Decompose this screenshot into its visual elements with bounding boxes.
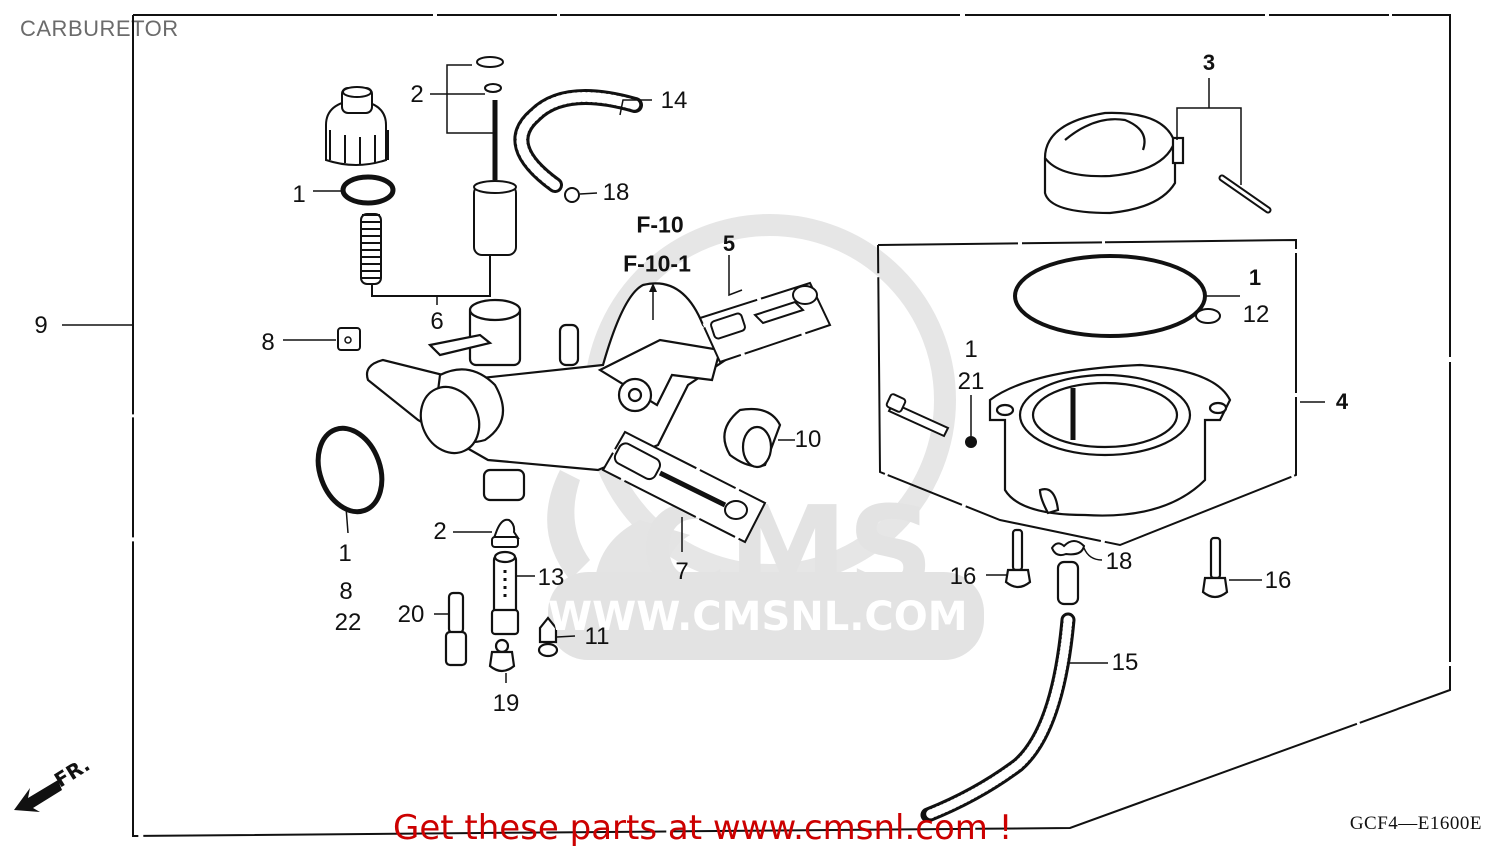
callout-1-gasket-set-low[interactable]: 1	[338, 540, 352, 567]
callout-16-screw-left[interactable]: 16	[949, 563, 977, 590]
o-ring-21-part	[965, 436, 977, 448]
screw-16-right-part	[1201, 536, 1229, 599]
callout-9-carburetor-assy[interactable]: 9	[34, 312, 48, 339]
callout-10-cap[interactable]: 10	[794, 426, 822, 453]
choke-knob-part	[325, 86, 389, 166]
watermark-url: WWW.CMSNL.COM	[548, 594, 968, 640]
callout-21-oring[interactable]: 21	[957, 368, 985, 395]
o-ring-part	[340, 174, 396, 206]
callout-2-jet-needle[interactable]: 2	[433, 518, 447, 545]
diagram-code: GCF4—E1600E	[1349, 813, 1482, 834]
main-jet-holder-part	[488, 638, 516, 673]
callout-19-main-jet-holder[interactable]: 19	[492, 690, 520, 717]
screw-16-left-part	[1004, 528, 1032, 589]
callout-3-cover-set[interactable]: 3	[1202, 50, 1216, 75]
gasket-ring-part	[315, 425, 385, 515]
spring-part	[360, 213, 382, 285]
main-jet-part	[537, 616, 559, 658]
callout-6-throttle-valve[interactable]: 6	[430, 308, 444, 335]
float-chamber-part	[988, 363, 1232, 517]
callout-14-breather-tube[interactable]: 14	[660, 87, 688, 114]
cap-part	[723, 407, 782, 469]
slow-jet-part	[444, 591, 468, 667]
callout-1-gasket-set-top[interactable]: 1	[1248, 265, 1262, 290]
screw-set-5-part	[698, 281, 832, 364]
callout-20-slow-jet[interactable]: 20	[397, 601, 425, 628]
callout-11-main-jet[interactable]: 11	[584, 623, 610, 650]
cmsnl-promo-link[interactable]: Get these parts at www.cmsnl.com !	[393, 808, 1013, 848]
screw-set-7-part	[601, 430, 767, 544]
callout-1-gasket-set-mid[interactable]: 1	[964, 336, 978, 363]
callout-1-choke-oring[interactable]: 1	[292, 181, 306, 208]
callout-8-nut[interactable]: 8	[261, 329, 275, 356]
needle-jet-holder-part	[490, 550, 520, 636]
page-title: CARBURETOR	[20, 16, 179, 41]
front-direction-arrow-icon: FR.	[14, 752, 94, 812]
assembly-frame	[132, 14, 1451, 838]
carburetor-body-part	[365, 282, 735, 502]
chamber-gasket-part	[1013, 254, 1207, 338]
callout-18-tube-clip-top[interactable]: 18	[602, 179, 630, 206]
chamber-cover-part	[1043, 111, 1185, 215]
reference-f10-1[interactable]: F-10-1	[623, 250, 691, 277]
callout-8-insulator[interactable]: 8	[339, 578, 353, 605]
callout-16-screw-right[interactable]: 16	[1264, 567, 1292, 594]
throttle-slide-part	[473, 56, 517, 256]
callout-4-float-chamber[interactable]: 4	[1335, 389, 1349, 414]
jet-needle-part	[491, 518, 520, 548]
callout-5-screw-set[interactable]: 5	[722, 231, 736, 256]
float-chamber-frame	[877, 238, 1297, 547]
callout-12-chamber-gasket[interactable]: 12	[1242, 301, 1270, 328]
callout-7-screw-set[interactable]: 7	[675, 558, 689, 585]
callout-13-needle-jet-holder[interactable]: 13	[537, 564, 565, 591]
callout-2-clip[interactable]: 2	[410, 81, 424, 108]
callout-15-drain-tube[interactable]: 15	[1111, 649, 1139, 676]
callout-18-tube-clip-bottom[interactable]: 18	[1105, 548, 1133, 575]
nut-part	[337, 327, 361, 351]
callout-22-oring[interactable]: 22	[334, 609, 362, 636]
drain-screw-part	[885, 393, 950, 438]
clip-18-part	[1050, 540, 1086, 557]
reference-f10[interactable]: F-10	[636, 211, 684, 238]
